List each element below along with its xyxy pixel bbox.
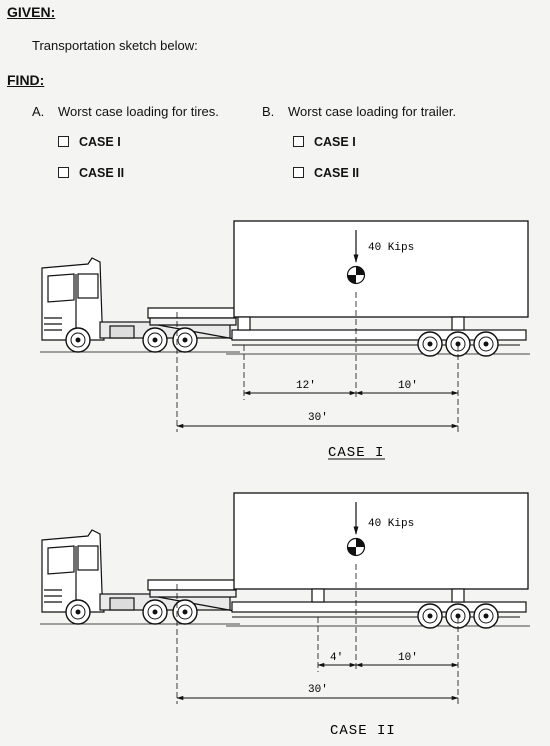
case2-dim2-label: 10'	[398, 652, 418, 664]
trailer-case1-label: CASE I	[314, 135, 356, 149]
case1-dim2-label: 10'	[398, 380, 418, 392]
case2-support-block-front	[311, 588, 325, 603]
case2-diagram: 40 Kips 4' 10' 30' CASE II	[39, 492, 530, 739]
given-heading: GIVEN:	[7, 4, 56, 20]
case2-total-label: 30'	[308, 684, 328, 696]
trailer-case2-checkbox[interactable]: CASE II	[293, 166, 359, 180]
case1-load-label: 40 Kips	[368, 242, 414, 254]
case1-wheel	[445, 331, 471, 357]
checkbox-icon[interactable]	[293, 167, 304, 178]
trailer-case1-checkbox[interactable]: CASE I	[293, 135, 356, 149]
case2-wheel	[417, 603, 443, 629]
case2-trailer-deck	[231, 601, 527, 613]
case1-dim1-label: 12'	[296, 380, 316, 392]
find-heading: FIND:	[7, 72, 45, 88]
case1-cg-icon	[346, 265, 366, 285]
case1-total-label: 30'	[308, 412, 328, 424]
case2-wheel	[445, 603, 471, 629]
case1-wheel	[65, 327, 91, 353]
case1-support-block-front	[237, 316, 251, 331]
trailer-case2-label: CASE II	[314, 166, 360, 180]
find-b-letter: B.	[262, 104, 275, 119]
case1-diagram: 40 Kips 12' 10' 30' CASE I	[39, 220, 530, 461]
checkbox-icon[interactable]	[58, 167, 69, 178]
find-a-letter: A.	[32, 104, 45, 119]
case2-cargo-box	[233, 492, 529, 590]
case1-wheel	[142, 327, 168, 353]
find-b-text: Worst case loading for trailer.	[288, 104, 457, 119]
case1-cargo-box	[233, 220, 529, 318]
case2-wheel	[142, 599, 168, 625]
case1-trailer-deck	[231, 329, 527, 341]
case2-support-block-rear	[451, 588, 465, 603]
case2-wheel	[65, 599, 91, 625]
case2-wheel	[473, 603, 499, 629]
tires-case2-label: CASE II	[79, 166, 125, 180]
tires-case2-checkbox[interactable]: CASE II	[58, 166, 124, 180]
case1-support-block-rear	[451, 316, 465, 331]
case2-caption: CASE II	[330, 723, 396, 739]
checkbox-icon[interactable]	[293, 136, 304, 147]
case1-caption: CASE I	[328, 445, 384, 461]
case2-cg-icon	[346, 537, 366, 557]
checkbox-icon[interactable]	[58, 136, 69, 147]
case2-dim1-label: 4'	[330, 652, 343, 664]
case1-wheel	[417, 331, 443, 357]
tires-case1-label: CASE I	[79, 135, 121, 149]
case2-load-label: 40 Kips	[368, 518, 414, 530]
case1-wheel	[473, 331, 499, 357]
tires-case1-checkbox[interactable]: CASE I	[58, 135, 121, 149]
find-a-text: Worst case loading for tires.	[58, 104, 219, 119]
given-text: Transportation sketch below:	[32, 38, 198, 53]
